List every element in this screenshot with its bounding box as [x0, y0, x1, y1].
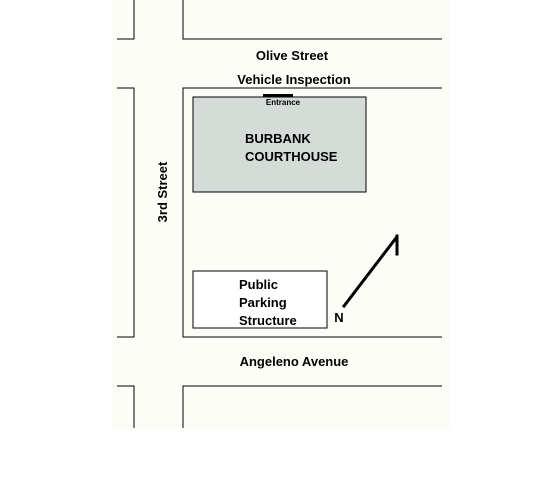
middle-right-block-edge: [182, 87, 442, 338]
parking-label-line1: Public: [239, 277, 278, 292]
courthouse-label-line2: COURTHOUSE: [245, 149, 338, 164]
north-arrow-label: N: [334, 310, 343, 325]
parking-structure: [192, 270, 328, 329]
map-background: [112, 0, 450, 430]
bottom-right-block-edge: [182, 385, 442, 428]
vehicle-inspection-label: Vehicle Inspection: [237, 72, 350, 87]
courthouse-building: [192, 96, 367, 193]
road-edges: [117, 0, 442, 428]
third-street-label: 3rd Street: [155, 161, 170, 222]
olive-street-label: Olive Street: [256, 48, 329, 63]
entrance-marker: [263, 94, 293, 98]
north-arrow-icon: [341, 234, 399, 309]
top-left-block-edge: [117, 0, 135, 40]
entrance-label: Entrance: [266, 98, 301, 107]
bottom-left-block-edge: [117, 385, 135, 428]
angeleno-avenue-label: Angeleno Avenue: [240, 354, 349, 369]
courthouse-label-line1: BURBANK: [245, 131, 311, 146]
middle-left-block-edge: [117, 87, 135, 338]
parking-label-line2: Parking: [239, 295, 287, 310]
top-right-block-edge: [182, 0, 442, 40]
parking-label-line3: Structure: [239, 313, 297, 328]
